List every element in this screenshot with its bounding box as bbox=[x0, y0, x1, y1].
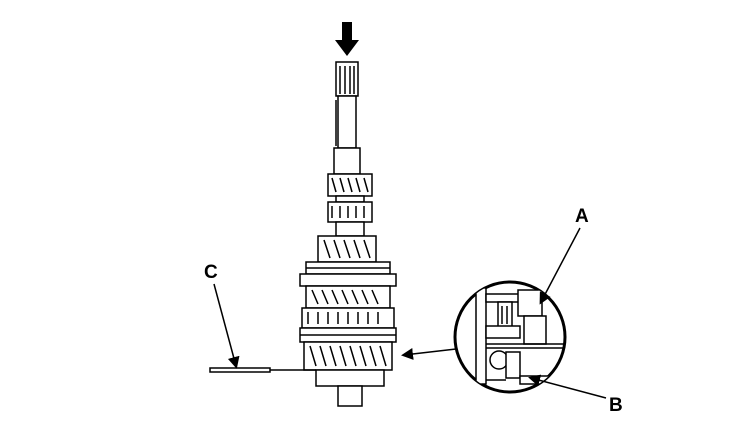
detail-pointer bbox=[401, 348, 457, 360]
callout-label-a: A bbox=[575, 206, 589, 227]
gear-stack bbox=[299, 235, 397, 371]
leader-a bbox=[539, 227, 581, 305]
input-shaft bbox=[333, 61, 361, 175]
bearing-base bbox=[315, 369, 385, 407]
leader-b bbox=[528, 374, 607, 399]
callout-label-c: C bbox=[204, 262, 218, 283]
upper-gear bbox=[327, 173, 373, 237]
detail-view-magnifier bbox=[453, 280, 567, 394]
feeler-gauge bbox=[209, 367, 316, 373]
leader-lines bbox=[213, 227, 607, 399]
callout-label-b: B bbox=[609, 395, 623, 416]
press-arrow bbox=[335, 22, 359, 56]
leader-c bbox=[213, 283, 240, 369]
